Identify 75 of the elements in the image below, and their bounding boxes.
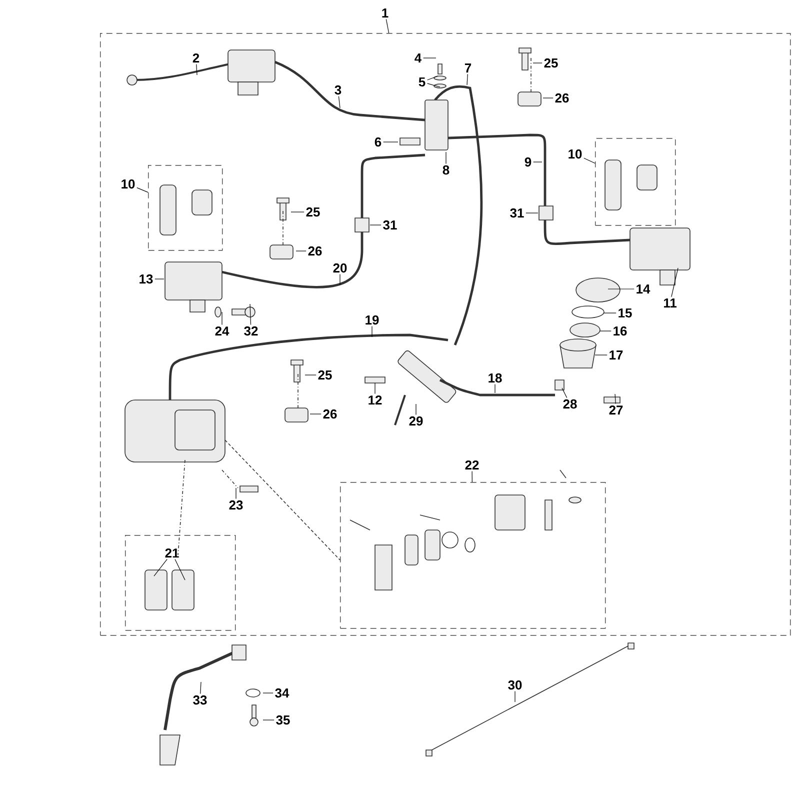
callout-number: 10	[122, 179, 135, 189]
dashed-group-box	[340, 482, 606, 629]
leader-line	[494, 384, 496, 394]
callout-number: 33	[193, 695, 207, 705]
callout-number: 34	[275, 688, 290, 698]
callout-number: 31	[383, 220, 397, 230]
leader-line	[614, 394, 616, 404]
leader-line	[532, 62, 542, 64]
leader-line	[427, 83, 440, 88]
callout-number: 28	[563, 399, 577, 409]
leader-line	[562, 388, 568, 398]
leader-line	[594, 354, 608, 356]
callout-number: 17	[610, 350, 623, 360]
callout-number: 4	[414, 54, 422, 62]
callout-number: 11	[664, 298, 676, 308]
callout-number: 3	[334, 85, 342, 95]
callout-number: 20	[333, 263, 347, 273]
leader-line	[154, 558, 168, 576]
callout-number: 25	[306, 207, 320, 217]
leader-line	[338, 96, 340, 108]
callout-number: 18	[488, 373, 502, 383]
callout-number: 16	[614, 326, 627, 336]
dashed-group-box	[595, 138, 676, 226]
callout-number: 6	[374, 137, 382, 147]
callout-number: 15	[618, 308, 632, 318]
leader-line	[600, 330, 612, 332]
callout-number: 13	[140, 274, 153, 284]
leader-line	[196, 64, 198, 76]
leader-line	[514, 691, 516, 702]
callout-number: 24	[215, 326, 230, 336]
callout-number: 10	[568, 149, 582, 159]
leader-line	[386, 18, 390, 34]
leader-line	[174, 558, 186, 580]
callout-number: 22	[465, 460, 479, 470]
callout-number: 9	[524, 157, 532, 167]
callout-number: 35	[276, 715, 290, 725]
callout-number: 26	[323, 409, 337, 419]
callout-number: 27	[609, 405, 623, 415]
leader-line	[304, 374, 316, 376]
callout-number: 29	[409, 416, 423, 426]
callout-number: 2	[192, 53, 200, 63]
callout-number: 23	[229, 500, 243, 510]
leader-line	[262, 692, 274, 694]
leader-line	[671, 268, 678, 298]
callout-number: 31	[510, 208, 524, 218]
callout-number: 26	[308, 246, 322, 256]
dashed-group-box	[148, 165, 223, 251]
callout-number: 30	[508, 680, 522, 690]
leader-line	[466, 74, 468, 86]
leader-line	[374, 382, 376, 394]
callout-number: 21	[165, 548, 179, 558]
callout-number: 25	[318, 370, 332, 380]
leader-line	[250, 304, 252, 325]
callout-number: 5	[418, 77, 426, 87]
leader-line	[604, 312, 616, 314]
callout-number: 1	[382, 8, 388, 18]
callout-number: 7	[464, 64, 472, 72]
callout-number: 8	[442, 165, 450, 175]
callout-number: 12	[368, 395, 382, 405]
callout-number: 19	[366, 315, 379, 325]
leader-line	[296, 250, 306, 252]
leader-line	[584, 158, 596, 164]
callout-number: 32	[244, 326, 258, 336]
leader-line	[427, 76, 438, 80]
dashed-frame	[100, 33, 791, 636]
leader-line	[608, 288, 634, 290]
callout-number: 25	[544, 58, 558, 68]
leader-line	[370, 224, 382, 226]
leader-line	[136, 187, 148, 193]
callout-number: 14	[636, 284, 650, 294]
leader-line	[154, 278, 164, 280]
leader-line	[526, 212, 538, 214]
dashed-group-box	[125, 535, 236, 631]
callout-number: 26	[555, 93, 569, 103]
leader-line	[200, 682, 202, 694]
